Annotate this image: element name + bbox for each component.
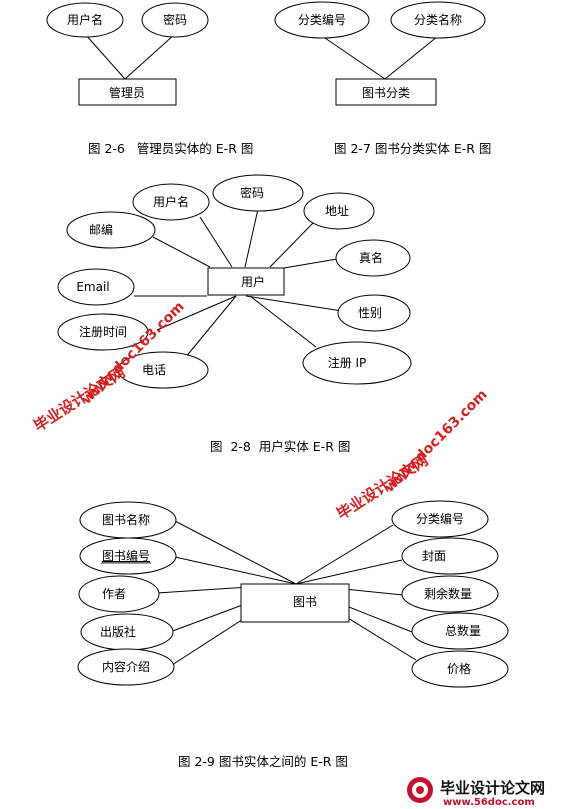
category-er-diagram: 分类编号 分类名称 图书分类 图 2-7 图书分类实体 E-R 图	[274, 1, 491, 156]
user-attr-zipcode-ellipse	[66, 211, 156, 249]
category-entity-box	[335, 78, 437, 106]
user-attr-email-ellipse	[57, 268, 135, 306]
user-attr-address-ellipse	[303, 192, 375, 230]
admin-attr-username: 用户名	[67, 12, 103, 27]
admin-attr-password: 密码	[163, 12, 187, 27]
book-er-diagram: 图书名称 图书编号 作者 出版社 内容介绍 分类编号 封面 剩余数量 总数量 价…	[77, 500, 509, 769]
user-attr-username-ellipse	[132, 183, 210, 221]
book-figure-caption: 图 2-9 图书实体之间的 E-R 图	[178, 754, 348, 769]
user-attr-username: 用户名	[153, 194, 189, 209]
book-entity-label: 图书	[293, 595, 317, 609]
book-attr-bookid: 图书编号	[102, 548, 150, 563]
user-entity-box	[207, 267, 285, 296]
admin-er-diagram: 用户名 密码 管理员 图 2-6 管理员实体的 E-R 图	[46, 2, 253, 156]
user-attr-gender: 性别	[358, 306, 382, 320]
user-er-diagram: 邮编 用户名 密码 地址 真名 Email 性别 注册时间 电话 注册 IP 用…	[57, 174, 412, 454]
category-attr-id: 分类编号	[298, 12, 346, 27]
book-attr-summary-ellipse	[77, 648, 175, 686]
book-attr-categoryid-ellipse	[391, 500, 489, 538]
footer-logo-url: www.56doc.com	[443, 797, 535, 808]
user-attr-zipcode: 邮编	[89, 222, 113, 237]
user-attr-gender-ellipse	[337, 294, 411, 332]
user-attr-email: Email	[76, 280, 109, 294]
user-figure-caption: 图 2-8 用户实体 E-R 图	[210, 439, 350, 454]
category-attr-name: 分类名称	[414, 12, 462, 27]
user-attr-password: 密码	[240, 185, 264, 200]
user-attr-regip: 注册 IP	[328, 355, 367, 370]
admin-entity-box	[78, 78, 177, 106]
user-attr-realname: 真名	[359, 250, 383, 265]
user-entity-label: 用户	[241, 274, 265, 289]
user-attr-password-ellipse	[212, 174, 304, 212]
user-attr-realname-ellipse	[335, 239, 411, 277]
user-attr-regtime-ellipse	[57, 313, 149, 351]
book-attr-title: 图书名称	[102, 512, 150, 527]
admin-figure-caption: 图 2-6 管理员实体的 E-R 图	[88, 141, 253, 156]
category-attr-id-ellipse	[274, 1, 370, 39]
admin-attr-username-ellipse	[46, 2, 124, 38]
book-attr-price-ellipse	[411, 650, 509, 688]
footer-logo-cn: 毕业设计论文网	[440, 779, 545, 797]
book-attr-price: 价格	[447, 661, 471, 676]
book-attr-author-ellipse	[78, 575, 160, 613]
book-entity-box	[240, 583, 350, 623]
book-attr-bookid-ellipse	[79, 537, 177, 575]
footer-logo-icon	[407, 777, 433, 803]
watermark-2-url: www.doc163.com	[382, 387, 491, 496]
book-attr-total: 总数量	[445, 623, 481, 638]
book-attr-publisher: 出版社	[100, 624, 136, 639]
footer-logo: 毕业设计论文网 www.56doc.com	[407, 777, 545, 808]
user-attr-address: 地址	[325, 204, 349, 218]
user-attr-regtime: 注册时间	[79, 324, 127, 339]
category-attr-name-ellipse	[390, 1, 486, 39]
user-connectors	[134, 208, 343, 359]
admin-entity-label: 管理员	[109, 85, 145, 100]
admin-attr-password-ellipse	[141, 2, 209, 38]
category-figure-caption: 图 2-7 图书分类实体 E-R 图	[334, 141, 491, 156]
book-attr-cover: 封面	[422, 549, 446, 563]
user-attr-phone: 电话	[142, 363, 166, 377]
book-attr-stock: 剩余数量	[424, 586, 472, 601]
book-attr-summary: 内容介绍	[102, 659, 150, 674]
book-attr-total-ellipse	[411, 612, 509, 650]
book-attr-cover-ellipse	[401, 537, 499, 575]
book-attr-author: 作者	[102, 587, 126, 601]
book-attr-stock-ellipse	[401, 575, 499, 613]
user-attr-regip-ellipse	[302, 341, 412, 385]
category-entity-label: 图书分类	[362, 86, 410, 100]
user-attr-phone-ellipse	[117, 351, 209, 389]
book-attr-categoryid: 分类编号	[416, 511, 464, 526]
